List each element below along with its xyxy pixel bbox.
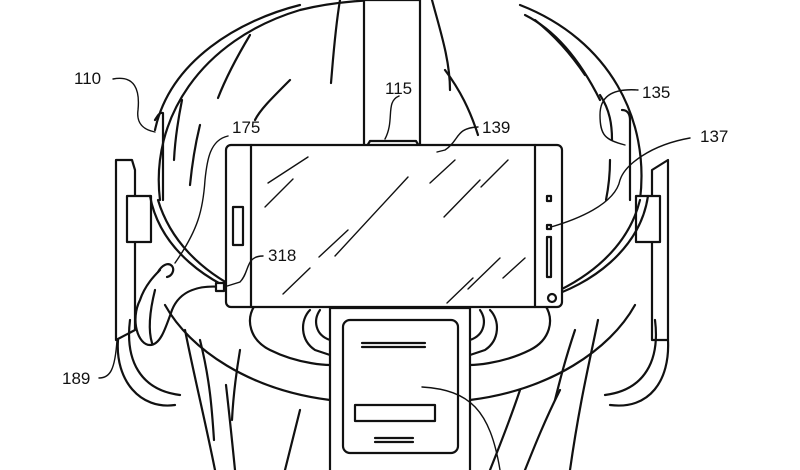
right-side-mount	[620, 108, 670, 342]
label-318: 318	[268, 246, 297, 265]
left-side-mount	[114, 111, 165, 342]
label-189: 189	[62, 369, 91, 388]
control-pad	[328, 306, 472, 470]
label-110: 110	[74, 69, 102, 88]
leader-lines	[98, 77, 691, 470]
right-earpiece	[603, 318, 670, 407]
head-outline	[153, 0, 643, 202]
label-137: 137	[700, 127, 729, 146]
label-115: 115	[385, 79, 413, 98]
label-175: 175	[232, 118, 261, 137]
label-135: 135	[642, 83, 671, 102]
left-earpiece	[116, 318, 182, 407]
label-139: 139	[482, 118, 511, 137]
face-mask	[163, 303, 637, 402]
hair-lower	[183, 318, 600, 470]
cable	[134, 263, 226, 347]
smartphone	[224, 143, 564, 309]
top-strap	[362, 0, 422, 148]
